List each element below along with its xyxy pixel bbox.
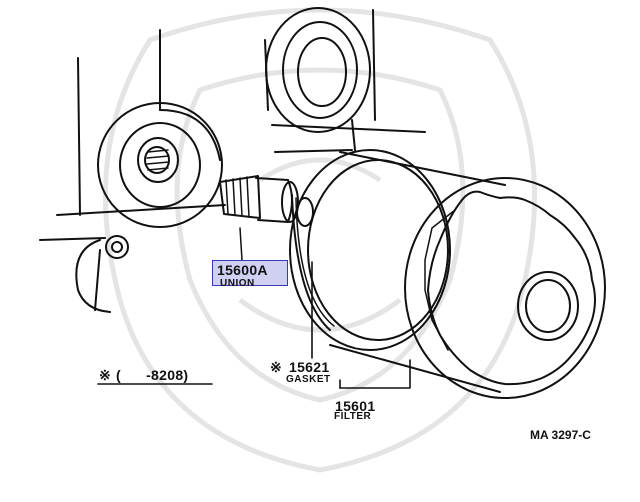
leader-lines [311,261,411,389]
union-part-name: UNION [220,278,255,289]
oil-filter-body [289,149,606,399]
gasket-mark: ※ [270,359,283,375]
filter-part-name: FILTER [334,411,372,422]
union-highlight[interactable] [212,260,288,286]
upper-flange [265,7,371,133]
gasket-part-name: GASKET [286,374,331,385]
union-part-number: 15600A [217,262,268,278]
footnote-range: ( -8208) [116,367,189,383]
gasket-part-number: 15621 [289,359,330,375]
filter-mount-boss [97,102,223,259]
watermark-emblem [102,7,538,473]
drawing-code: MA 3297-C [530,428,591,442]
filter-part-number: 15601 [335,398,376,414]
gasket-ring [291,194,335,331]
leader-filter [339,359,411,389]
footnote-mark: ※ [99,367,112,383]
